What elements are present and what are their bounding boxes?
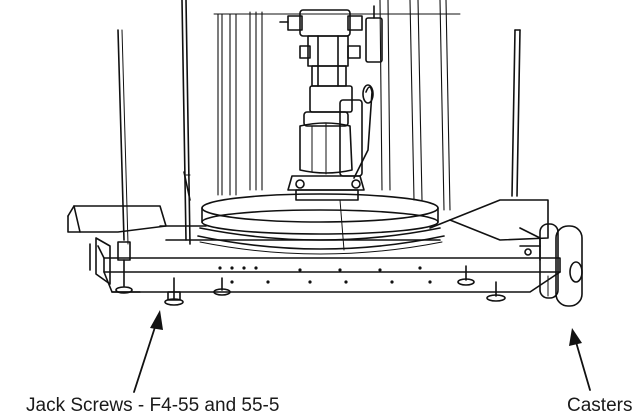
- arrowhead-casters: [569, 328, 582, 346]
- base-holes: [218, 266, 432, 284]
- pump-body: [299, 84, 374, 179]
- jack-screw-front: [164, 277, 184, 306]
- jack-screw-left: [115, 241, 133, 294]
- caster-right: [519, 223, 583, 307]
- leader-arrow-casters: [575, 341, 591, 391]
- jack-screws-label: Jack Screws - F4-55 and 55-5: [26, 395, 280, 416]
- arrowhead-jack-screws: [150, 310, 163, 330]
- follower-plate: [197, 193, 445, 255]
- leader-arrow-jack-screws: [133, 323, 157, 393]
- casters-label: Casters: [567, 395, 633, 416]
- pump-head: [279, 5, 383, 87]
- base-frame: [67, 199, 561, 293]
- jack-screw-center: [213, 277, 231, 296]
- jack-screw-right: [457, 265, 506, 302]
- left-column: [117, 0, 191, 245]
- caster-left: [89, 237, 111, 285]
- right-column: [183, 29, 521, 201]
- back-frame: [213, 0, 461, 211]
- pump-collar: [287, 175, 365, 201]
